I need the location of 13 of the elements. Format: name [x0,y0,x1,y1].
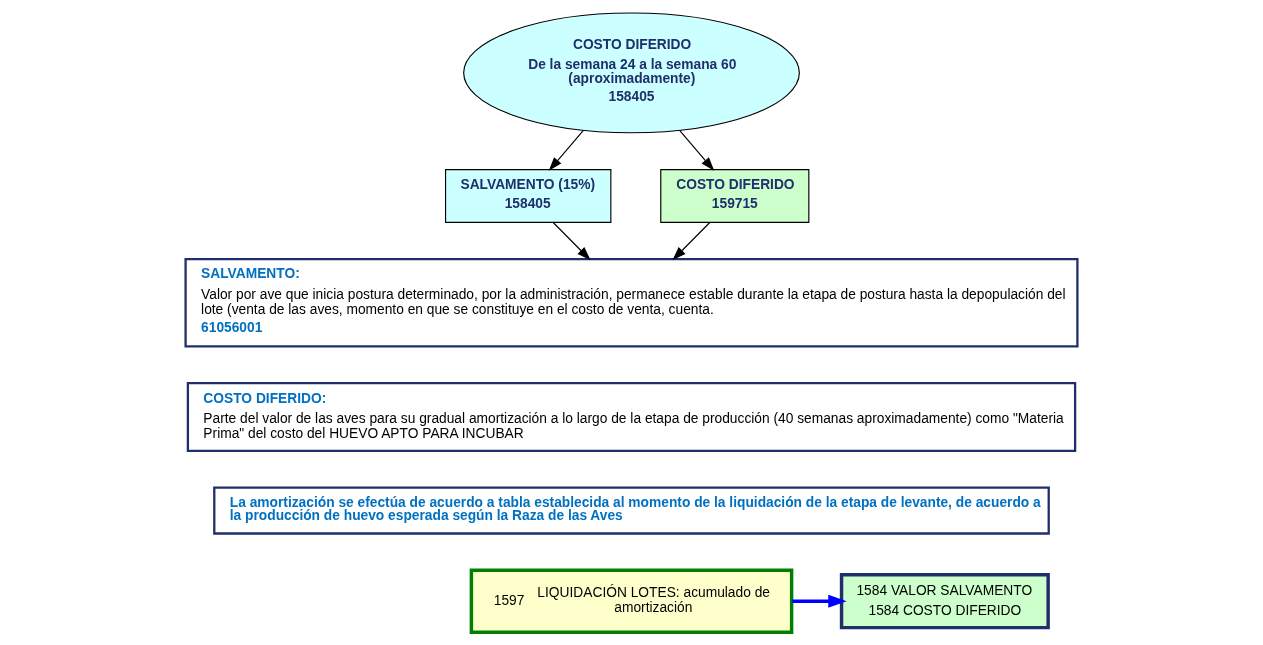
arrow [679,129,715,171]
node-box: COSTO DIFERIDO 159715 [660,169,810,223]
node-box: La amortización se efectúa de acuerdo a tabla establecida al momento de la liquidación de la etapa de levante, de acuerdo a la producción de huevo esperada según la Raza de las Aves [213,486,1050,535]
arrow [548,129,584,171]
arrow [791,594,847,608]
node-box: 1597 LIQUIDACIÓN LOTES: acumulado de amortización [469,568,794,634]
arrow [552,221,591,261]
node-box: SALVAMENTO: Valor por ave que inicia postura determinado, por la administración, permanece estable durante la etapa de postura hasta la depopulación del lote (venta de las aves, momento en que se constituye en el costo de venta, cuenta. 61056001 [184,258,1079,348]
node-box: COSTO DIFERIDO: Parte del valor de las aves para su gradual amortización a lo largo de la etapa de producción (40 semanas aproximadamente) como "Materia Prima" del costo del HUEVO APTO PARA INCUBAR [186,382,1077,452]
arrow [672,221,711,261]
node-box: 1584 VALOR SALVAMENTO 1584 COSTO DIFERIDO [839,573,1050,630]
node-ellipse: COSTO DIFERIDO De la semana 24 a la semana 60 (aproximadamente) 158405 [463,12,800,134]
node-box: SALVAMENTO (15%) 158405 [445,169,612,223]
